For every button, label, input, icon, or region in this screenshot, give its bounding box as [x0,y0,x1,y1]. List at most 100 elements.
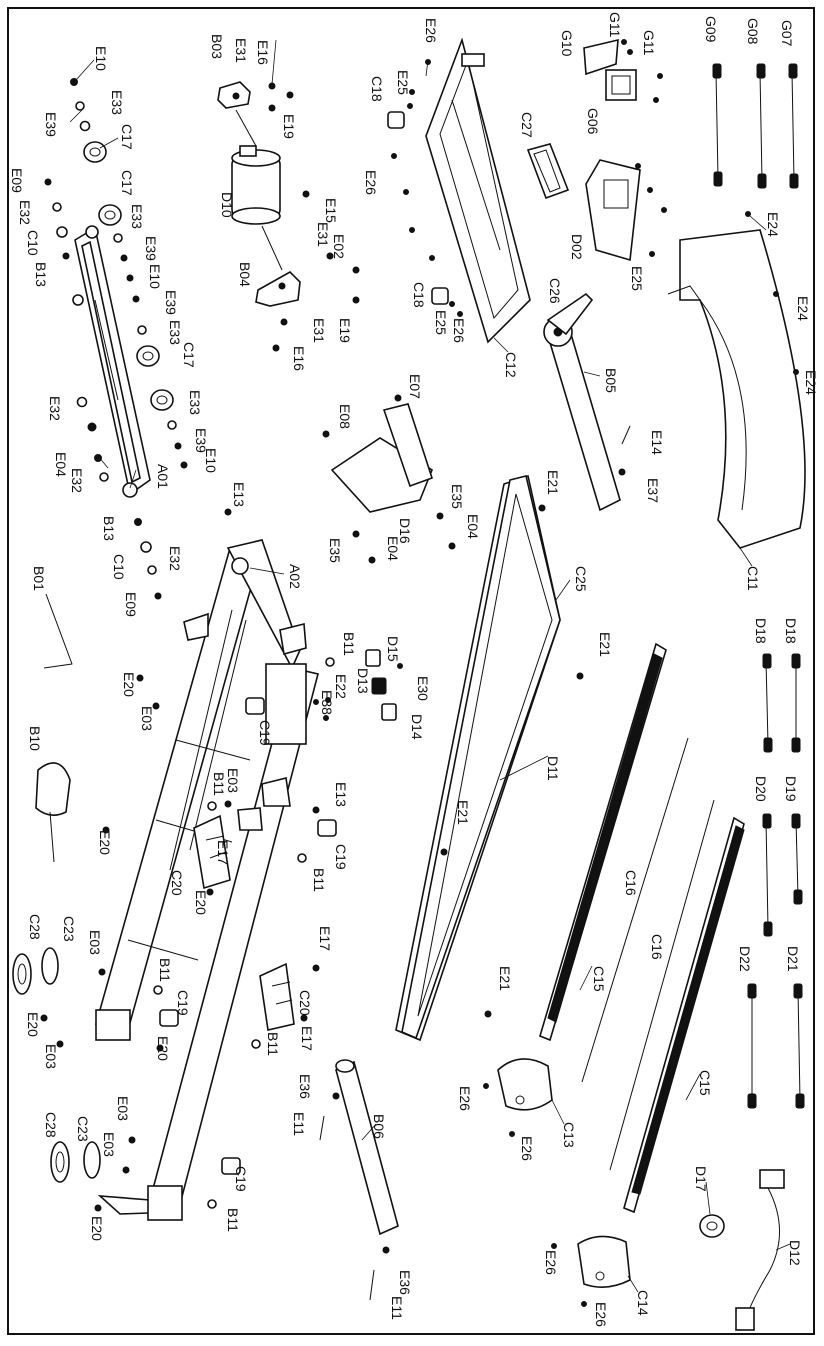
label-e11: E11 [389,1296,405,1320]
label-e31: E31 [311,318,327,343]
label-e26: E26 [423,18,439,43]
label-g11: G11 [607,12,623,38]
label-e08: E08 [337,404,353,429]
label-e21: E21 [497,966,513,991]
part-c15-side-rails [539,642,745,1214]
label-c15: C15 [697,1070,713,1096]
label-d10: D10 [219,192,235,218]
label-b13: B13 [33,262,49,287]
label-e24: E24 [795,296,811,321]
part-c23-c28-feet [12,947,101,1183]
label-e25: E25 [433,310,449,335]
label-c17: C17 [119,170,135,196]
label-c14: C14 [635,1290,651,1316]
label-c26: C26 [547,278,563,304]
label-e16: E16 [255,40,271,65]
label-c17: C17 [119,124,135,150]
label-c25: C25 [573,566,589,592]
label-e32: E32 [167,546,183,571]
label-c11: C11 [745,566,761,591]
label-d13: D13 [355,668,371,694]
label-g06: G06 [585,108,601,135]
part-d02-controller [585,159,667,262]
label-g08: G08 [745,18,761,45]
part-d16-lift-motor [322,394,456,564]
label-a01: A01 [155,464,171,489]
label-c16: C16 [623,870,639,896]
label-e20: E20 [89,1216,105,1241]
label-e16: E16 [291,346,307,371]
label-e26: E26 [593,1302,609,1327]
label-e17: E17 [299,1026,315,1051]
label-c19: C19 [233,1166,249,1192]
label-e13: E13 [231,482,247,507]
label-c20: C20 [297,990,313,1016]
label-g11: G11 [641,30,657,56]
part-c19-wheels [159,697,337,1175]
part-c11-motor-hood [667,211,806,549]
label-c23: C23 [61,916,77,942]
label-e39: E39 [163,290,179,315]
label-e32: E32 [47,396,63,421]
label-d14: D14 [409,714,425,740]
label-c16: C16 [649,934,665,960]
part-b03-bracket [217,81,294,112]
label-e26: E26 [543,1250,559,1275]
part-g06-module [605,69,663,103]
label-d16: D16 [397,518,413,544]
label-e24: E24 [803,370,819,395]
label-e03: E03 [101,1132,117,1157]
label-e19: E19 [337,318,353,343]
label-c18: C18 [411,282,427,308]
label-e03: E03 [87,930,103,955]
label-b10: B10 [27,726,43,751]
part-labels: E10 E33 E39 C17 E09 E32 C10 B13 C17 E33 … [9,12,819,1327]
label-c12: C12 [503,352,519,378]
label-d20: D20 [753,776,769,802]
part-d13-d14-d15-sensors [313,649,403,721]
label-e33: E33 [187,390,203,415]
label-e26: E26 [363,170,379,195]
label-d17: D17 [693,1166,709,1192]
label-e20: E20 [97,830,113,855]
part-g10-bracket [583,38,633,76]
label-b11: B11 [225,1208,241,1232]
label-c17: C17 [181,342,197,368]
label-c20: C20 [169,870,185,896]
part-c12-motor-cover-base [391,37,531,344]
label-e03: E03 [115,1096,131,1121]
label-e33: E33 [167,320,183,345]
label-e30: E30 [415,676,431,701]
label-c19: C19 [175,990,191,1016]
part-b04-bracket [255,190,360,352]
part-c13-end-cap [483,1058,553,1137]
label-c10: C10 [111,554,127,580]
part-b06-rear-roller [319,1059,399,1301]
label-b04: B04 [237,262,253,287]
label-d22: D22 [737,946,753,972]
part-c16-strips [581,737,715,1171]
label-e21: E21 [545,470,561,495]
label-e39: E39 [43,112,59,137]
label-e31: E31 [233,38,249,63]
label-e33: E33 [129,204,145,229]
label-b01: B01 [31,566,47,591]
label-e38: E38 [319,690,335,715]
part-a01-roller-frame [72,225,151,498]
part-b05-front-roller [543,292,631,512]
leader-lines [69,39,791,1293]
label-e20: E20 [121,672,137,697]
label-e26: E26 [451,318,467,343]
part-d12-power-cord [735,1169,785,1331]
label-e15: E15 [323,198,339,223]
label-e31: E31 [315,222,331,247]
label-e25: E25 [629,266,645,291]
label-e32: E32 [17,200,33,225]
part-c20-bumpers [193,814,295,1031]
label-a02: A02 [287,564,303,589]
label-e17: E17 [317,926,333,951]
label-d19: D19 [783,776,799,802]
label-e35: E35 [449,484,465,509]
label-d11: D11 [545,756,561,781]
